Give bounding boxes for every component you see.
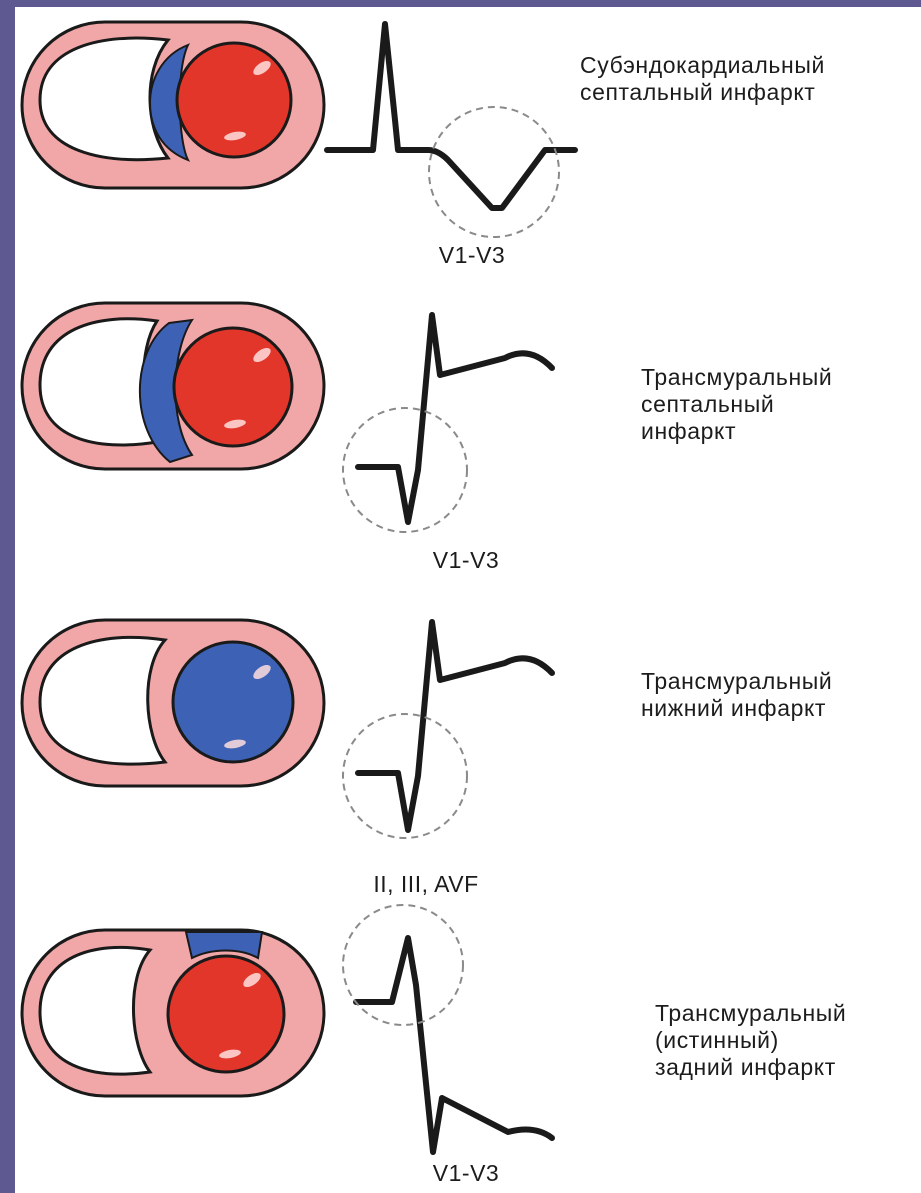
lead-label-panel-3: II, III, AVF — [346, 871, 506, 898]
lead-label-panel-2: V1-V3 — [386, 547, 546, 574]
caption-line: Субэндокардиальный — [580, 52, 825, 79]
caption-panel-3: Трансмуральный нижний инфаркт — [641, 668, 832, 722]
panel-4-ecg — [343, 905, 552, 1152]
panel-1-ecg — [327, 24, 575, 237]
panel-2-heart — [22, 303, 324, 469]
caption-line: (истинный) — [655, 1027, 846, 1054]
caption-line: нижний инфаркт — [641, 695, 832, 722]
panel-3-ecg — [343, 622, 552, 838]
caption-panel-4: Трансмуральный (истинный) задний инфаркт — [655, 1000, 846, 1081]
panel-4-heart — [22, 930, 324, 1096]
lead-label-panel-4: V1-V3 — [386, 1160, 546, 1187]
caption-line: инфаркт — [641, 418, 832, 445]
caption-line: Трансмуральный — [641, 668, 832, 695]
caption-line: септальный инфаркт — [580, 79, 825, 106]
panel-2-ecg — [343, 315, 552, 532]
caption-panel-1: Субэндокардиальный септальный инфаркт — [580, 52, 825, 106]
caption-panel-2: Трансмуральный септальный инфаркт — [641, 364, 832, 445]
panel-1-heart — [22, 22, 324, 188]
caption-line: задний инфаркт — [655, 1054, 846, 1081]
caption-line: септальный — [641, 391, 832, 418]
caption-line: Трансмуральный — [655, 1000, 846, 1027]
caption-line: Трансмуральный — [641, 364, 832, 391]
panel-3-heart — [22, 620, 324, 786]
lead-label-panel-1: V1-V3 — [392, 242, 552, 269]
